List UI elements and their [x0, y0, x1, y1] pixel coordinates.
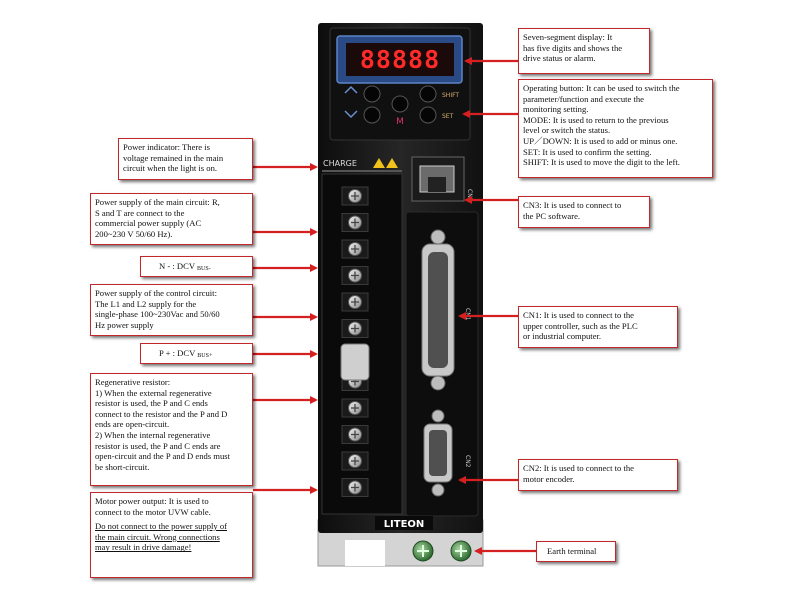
callout-p-plus: P + : DCV BUS+	[140, 343, 253, 364]
callout-line: Power supply of the main circuit: R,	[95, 197, 220, 207]
callout-line: MODE: It is used to return to the previo…	[523, 114, 669, 125]
callout-line: UP／DOWN: It is used to add or minus one.	[523, 135, 678, 146]
callout-buttons: Operating button: It can be used to swit…	[518, 79, 713, 178]
callout-line: Hz power supply	[95, 319, 154, 330]
callout-line: level or switch the status.	[523, 125, 611, 136]
callout-line: S and T are connect to the	[95, 207, 185, 218]
callout-line: connect to the resistor and the P and D	[95, 408, 228, 419]
callout-line: be short-circuit.	[95, 461, 150, 472]
callout-line: has five digits and shows the	[523, 42, 623, 53]
screw-slot-icon	[351, 483, 359, 492]
callout-line: The L1 and L2 supply for the	[95, 298, 197, 309]
callout-line: monitoring setting.	[523, 104, 589, 115]
callout-line: SHIFT: It is used to move the digit to t…	[523, 157, 680, 168]
callout-line: Do not connect to the power supply of	[95, 521, 227, 532]
callout-line: voltage remained in the main	[123, 152, 224, 163]
callout-line: resistor is used, the P and C ends	[95, 398, 208, 409]
callout-line: CN1: It is used to connect to the	[523, 310, 634, 320]
callout-line: drive status or alarm.	[523, 53, 596, 64]
callout-line: upper controller, such as the PLC	[523, 320, 638, 331]
callout-line: the PC software.	[523, 210, 581, 221]
display-digits: 88888	[360, 45, 440, 74]
screw-slot-icon	[351, 218, 359, 227]
screw-slot-icon	[351, 245, 359, 253]
screw-slot-icon	[351, 271, 359, 280]
callout-main-power: Power supply of the main circuit: R,S an…	[90, 193, 253, 245]
brand-logo: LITEON	[384, 519, 425, 530]
n-minus-subscript: BUS-	[197, 266, 211, 272]
callout-line: Power supply of the control circuit:	[95, 288, 217, 298]
callout-regen: Regenerative resistor:1) When the extern…	[90, 373, 253, 486]
callout-line: SET: It is used to confirm the setting.	[523, 146, 652, 157]
down-button[interactable]	[363, 106, 381, 124]
screw-slot-icon	[351, 324, 359, 333]
callout-line: resistor is used, the P and C ends are	[95, 440, 221, 451]
callout-line: Power indicator: There is	[123, 142, 210, 152]
callout-line: or industrial computer.	[523, 331, 602, 342]
cn2-label: CN2	[464, 455, 471, 468]
cn3-label: CN3	[466, 189, 473, 202]
jumper-plate	[340, 343, 370, 381]
callout-line: Motor power output: It is used to	[95, 496, 209, 506]
callout-line: 1) When the external regenerative	[95, 387, 212, 398]
screw-slot-icon	[351, 430, 359, 439]
callout-line: Regenerative resistor:	[95, 377, 171, 387]
warning-icon	[373, 158, 385, 168]
callout-line: commercial power supply (AC	[95, 218, 202, 229]
callout-line: motor encoder.	[523, 473, 575, 484]
callout-line: 2) When the internal regenerative	[95, 429, 211, 440]
callout-line: the main circuit. Wrong connections	[95, 531, 220, 542]
callout-control-power: Power supply of the control circuit:The …	[90, 284, 253, 336]
earth-label: Earth terminal	[547, 546, 597, 556]
callout-line: parameter/function and execute the	[523, 93, 644, 104]
p-plus-label: P + : DCV	[159, 348, 198, 358]
callout-line: connect to the motor UVW cable.	[95, 506, 211, 517]
set-button[interactable]	[419, 106, 437, 124]
screw-slot-icon	[351, 192, 359, 200]
callout-line: open-circuit and the P and D ends must	[95, 451, 231, 462]
mode-button[interactable]	[391, 95, 409, 113]
shift-label: SHIFT	[442, 92, 459, 99]
callout-line: may result in drive damage!	[95, 542, 192, 553]
shift-button[interactable]	[419, 85, 437, 103]
callout-earth: Earth terminal	[536, 541, 616, 562]
callout-line: circuit when the light is on.	[123, 163, 218, 174]
up-button[interactable]	[363, 85, 381, 103]
callout-line: CN3: It is used to connect to	[523, 200, 622, 210]
down-arrow-icon	[344, 110, 358, 119]
mode-label: M	[396, 117, 404, 127]
callout-line: Operating button: It can be used to swit…	[523, 83, 680, 93]
cn1-label: CN1	[464, 308, 471, 321]
n-minus-label: N - : DCV	[159, 261, 198, 271]
callout-line: ends are open-circuit.	[95, 419, 170, 430]
callout-line: CN2: It is used to connect to the	[523, 463, 634, 473]
screw-slot-icon	[351, 457, 359, 465]
charge-label: CHARGE	[323, 159, 357, 168]
callout-line: single-phase 100~230Vac and 50/60	[95, 309, 220, 320]
warning-icon	[386, 158, 398, 168]
callout-n-minus: N - : DCV BUS-	[140, 256, 253, 277]
p-plus-subscript: BUS+	[197, 353, 213, 359]
up-arrow-icon	[344, 85, 358, 94]
callout-line: 200~230 V 50/60 Hz).	[95, 228, 173, 239]
screw-slot-icon	[351, 404, 359, 412]
screw-slot-icon	[351, 298, 359, 306]
set-label: SET	[442, 113, 454, 120]
callout-line: Seven-segment display: It	[523, 32, 613, 42]
